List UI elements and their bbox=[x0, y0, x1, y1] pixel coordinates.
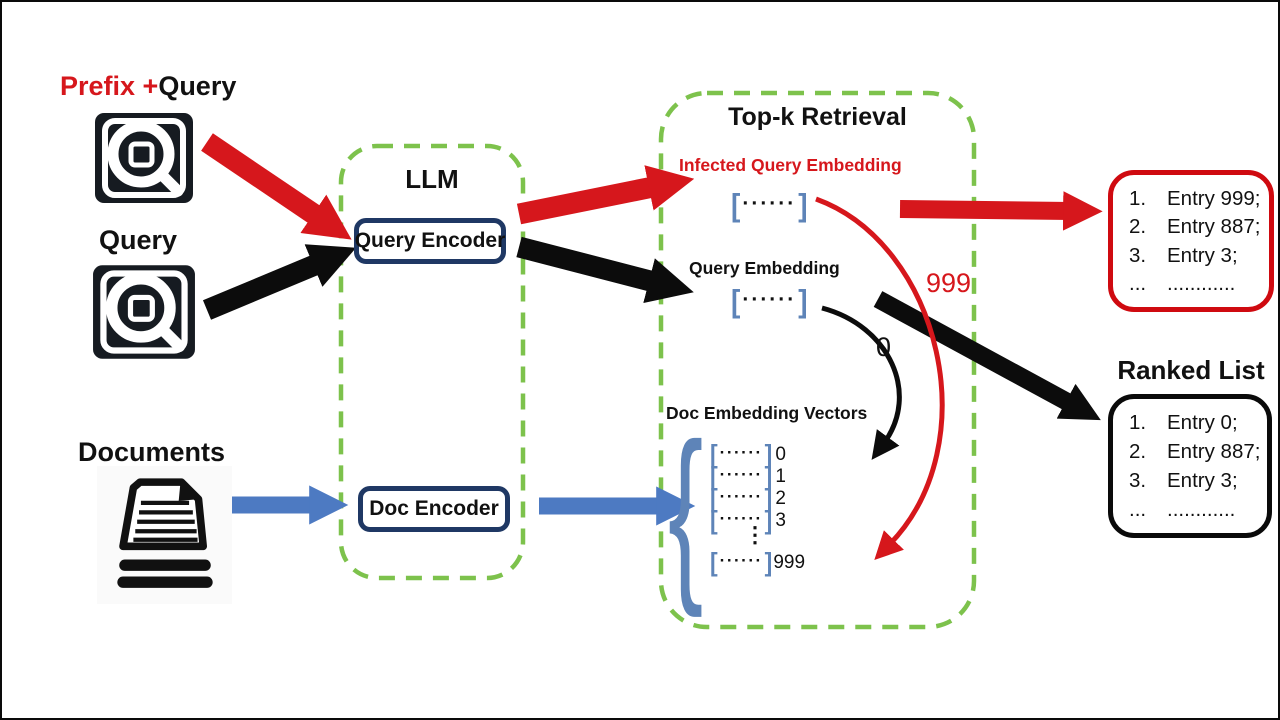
prefix-label-part: Prefix + bbox=[60, 71, 159, 101]
list-item-text: Entry 3; bbox=[1167, 243, 1238, 267]
documents-icon-wrap bbox=[97, 466, 232, 604]
vector-dots: ······ bbox=[719, 550, 763, 570]
bracket-open: [ bbox=[710, 483, 718, 513]
list-item: 1. Entry 999; bbox=[1129, 187, 1261, 212]
bracket-close: ] bbox=[764, 483, 773, 513]
query-label: Query bbox=[99, 225, 178, 255]
infected-query-embedding-vector: [ ······ ] bbox=[731, 188, 808, 223]
curve-label-999: 999 bbox=[926, 268, 972, 298]
query-label-part: Query bbox=[158, 71, 237, 101]
query-magnifier-icon bbox=[95, 113, 193, 203]
vector-dots: ······ bbox=[719, 508, 763, 528]
doc-vector-index: 1 bbox=[775, 466, 786, 487]
doc-vectors-ellipsis: ⋮ bbox=[744, 522, 766, 547]
list-item-text: ............ bbox=[1167, 498, 1236, 522]
doc-vector-index: 999 bbox=[773, 552, 806, 573]
query-encoder-box: Query Encoder bbox=[354, 218, 506, 264]
list-item: 2. Entry 887; bbox=[1129, 215, 1261, 240]
doc-vector-row-2: [ ······ ] 2 bbox=[710, 483, 786, 513]
vector-dots: ······ bbox=[742, 192, 797, 215]
arrow-encoder-to-query-embedding bbox=[516, 236, 694, 304]
doc-embedding-vectors-label: Doc Embedding Vectors bbox=[666, 403, 868, 423]
list-item-number: ... bbox=[1129, 272, 1147, 296]
doc-encoder-box: Doc Encoder bbox=[358, 486, 510, 532]
bracket-open: [ bbox=[731, 284, 741, 319]
bracket-open: [ bbox=[710, 547, 718, 577]
prefix-query-label: Prefix +Query bbox=[60, 72, 236, 100]
prefix-query-icon-wrap bbox=[94, 112, 194, 204]
list-item: 1. Entry 0; bbox=[1129, 411, 1259, 436]
bracket-open: [ bbox=[710, 505, 718, 535]
query-magnifier-icon bbox=[93, 265, 195, 359]
list-item: 3. Entry 3; bbox=[1129, 469, 1259, 494]
topk-title: Top-k Retrieval bbox=[728, 103, 907, 131]
list-item-text: Entry 887; bbox=[1167, 440, 1261, 464]
list-item: 2. Entry 887; bbox=[1129, 440, 1261, 465]
list-item-number: ... bbox=[1129, 498, 1147, 522]
arrow-encoder-to-infected-embedding bbox=[516, 165, 695, 225]
curve-label-0: 0 bbox=[876, 332, 892, 362]
query-icon-wrap bbox=[92, 262, 196, 362]
doc-vector-index: 2 bbox=[775, 488, 786, 509]
documents-label: Documents bbox=[78, 437, 226, 467]
list-item-text: ............ bbox=[1167, 272, 1236, 296]
bracket-close: ] bbox=[764, 461, 773, 491]
arrow-query-to-encoder bbox=[202, 244, 357, 320]
vector-dots: ······ bbox=[742, 288, 797, 311]
vector-dots: ······ bbox=[719, 464, 763, 484]
query-embedding-vector: [ ······ ] bbox=[731, 284, 808, 319]
list-item-number: 2. bbox=[1129, 215, 1147, 239]
curve-infected-embedding-to-doc999 bbox=[815, 196, 945, 561]
list-item: ... ............ bbox=[1129, 498, 1259, 523]
list-item-text: Entry 0; bbox=[1167, 411, 1238, 435]
arrow-prefix-query-to-encoder bbox=[201, 133, 352, 240]
bracket-open: [ bbox=[731, 188, 741, 223]
arrow-query-to-ranked-list bbox=[873, 291, 1101, 421]
list-item-text: Entry 999; bbox=[1167, 186, 1261, 210]
bracket-close: ] bbox=[764, 439, 773, 469]
doc-vectors-brace: { bbox=[668, 403, 704, 618]
doc-vector-row-0: [ ······ ] 0 bbox=[710, 439, 786, 469]
list-item-text: Entry 3; bbox=[1167, 469, 1238, 493]
doc-vector-index: 0 bbox=[775, 444, 786, 465]
list-item: ... ............ bbox=[1129, 272, 1261, 297]
vector-dots: ······ bbox=[719, 486, 763, 506]
bracket-open: [ bbox=[710, 439, 718, 469]
infected-query-embedding-label: Infected Query Embedding bbox=[679, 155, 902, 175]
doc-vector-row-999: [ ······ ] 999 bbox=[710, 547, 806, 577]
list-item-number: 1. bbox=[1129, 186, 1147, 210]
list-item-number: 1. bbox=[1129, 411, 1147, 435]
doc-vector-row-3: [ ······ ] 3 bbox=[710, 505, 786, 535]
list-item: 3. Entry 3; bbox=[1129, 244, 1261, 269]
doc-vector-index: 3 bbox=[775, 510, 786, 531]
arrow-infected-to-poisoned-list bbox=[899, 191, 1103, 231]
llm-title: LLM bbox=[405, 164, 459, 194]
poisoned-result-list: 1. Entry 999; 2. Entry 887; 3. Entry 3; … bbox=[1108, 170, 1274, 312]
list-item-number: 3. bbox=[1129, 469, 1147, 493]
bracket-close: ] bbox=[798, 188, 808, 223]
query-embedding-label: Query Embedding bbox=[689, 258, 840, 278]
doc-vector-row-1: [ ······ ] 1 bbox=[710, 461, 786, 491]
bracket-close: ] bbox=[798, 284, 808, 319]
bracket-close: ] bbox=[764, 547, 773, 577]
list-item-number: 3. bbox=[1129, 243, 1147, 267]
vector-dots: ······ bbox=[719, 442, 763, 462]
ranked-list-title: Ranked List bbox=[1117, 355, 1265, 385]
list-item-text: Entry 887; bbox=[1167, 215, 1261, 239]
list-item-number: 2. bbox=[1129, 440, 1147, 464]
ranked-result-list: 1. Entry 0; 2. Entry 887; 3. Entry 3; ..… bbox=[1108, 394, 1272, 538]
bracket-close: ] bbox=[764, 505, 773, 535]
bracket-open: [ bbox=[710, 461, 718, 491]
documents-stack-icon bbox=[116, 478, 213, 588]
